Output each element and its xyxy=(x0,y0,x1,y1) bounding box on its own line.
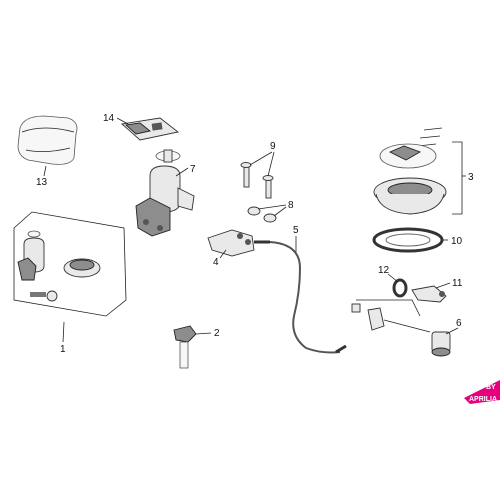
leader-14 xyxy=(116,117,129,125)
logo-line-2: APRILIA xyxy=(469,396,497,403)
label-9: 9 xyxy=(270,141,276,152)
label-6: 6 xyxy=(456,318,462,329)
part-10-gasket xyxy=(372,227,444,253)
leader-12 xyxy=(387,273,399,283)
leader-1 xyxy=(62,321,65,343)
leader-7 xyxy=(175,167,189,177)
leader-6 xyxy=(445,327,459,335)
part-4-bracket xyxy=(207,229,255,257)
part-8-washers xyxy=(247,206,277,223)
leader-9b xyxy=(267,151,275,177)
part-5-cable xyxy=(254,240,347,354)
part-14-key-card xyxy=(120,117,180,141)
label-12: 12 xyxy=(378,265,390,276)
leader-13 xyxy=(43,165,47,177)
leader-9a xyxy=(249,151,273,166)
aprilia-logo: BY APRILIA xyxy=(464,380,500,404)
part-12-ring xyxy=(392,278,408,298)
label-13: 13 xyxy=(36,177,48,188)
leader-11 xyxy=(435,282,451,289)
part-13-cover xyxy=(17,115,78,165)
label-10: 10 xyxy=(451,236,463,247)
lock-sub-assembly xyxy=(351,299,431,333)
part-7-ignition-lock xyxy=(135,149,195,237)
leader-4 xyxy=(219,249,227,259)
label-14: 14 xyxy=(103,113,115,124)
label-11: 11 xyxy=(452,278,463,289)
logo-line-1: BY xyxy=(486,384,496,391)
part-2-key xyxy=(173,325,197,369)
leader-8a xyxy=(257,204,287,210)
label-8: 8 xyxy=(288,200,294,211)
label-2: 2 xyxy=(214,328,220,339)
label-4: 4 xyxy=(213,257,219,268)
leader-2 xyxy=(195,332,212,335)
label-1: 1 xyxy=(60,344,66,355)
kit-box xyxy=(13,211,127,317)
part-6-cylinder xyxy=(431,331,451,357)
label-5: 5 xyxy=(293,225,299,236)
part-3-tank-cap xyxy=(373,127,447,215)
bracket-3 xyxy=(452,141,463,215)
leader-8b xyxy=(273,206,287,217)
label-7: 7 xyxy=(190,164,196,175)
part-9-bolts xyxy=(240,162,274,199)
label-3: 3 xyxy=(468,172,474,183)
part-11-latch xyxy=(411,285,447,303)
